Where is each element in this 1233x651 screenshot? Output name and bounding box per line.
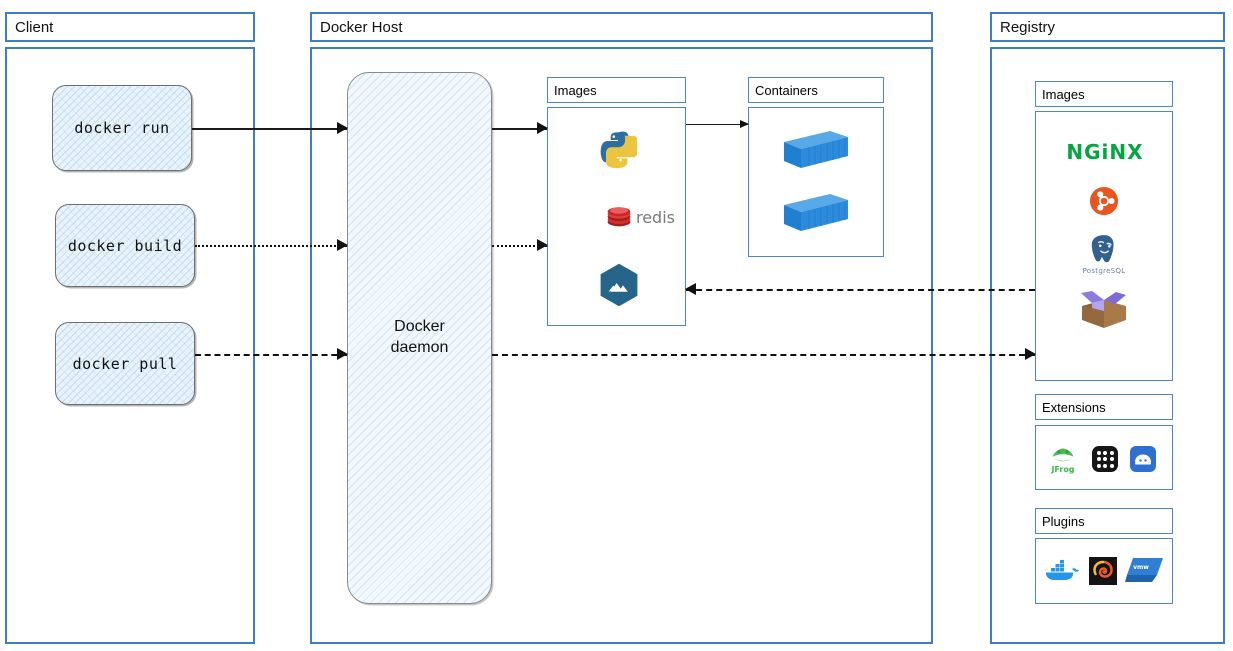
grafana-glyph — [1093, 560, 1113, 578]
edge-line — [492, 245, 547, 247]
edge-line — [192, 128, 347, 130]
command-box-docker-run[interactable]: docker run — [52, 85, 192, 171]
arrowhead-right — [1025, 348, 1036, 360]
svg-text:vmw: vmw — [1133, 564, 1149, 571]
grafana-icon — [1088, 556, 1118, 586]
client-title: Client — [15, 18, 54, 36]
edge-line — [686, 289, 1035, 291]
registry-plugins-header: Plugins — [1035, 508, 1173, 534]
grid-dots — [1096, 450, 1114, 468]
package-box-icon — [1076, 288, 1132, 340]
daemon-line-2: daemon — [390, 339, 449, 356]
jfrog-wordmark: JFrog — [1051, 464, 1075, 474]
postgresql-icon: PostgreSQL — [1079, 230, 1129, 278]
python-icon-svg — [600, 131, 637, 169]
registry-panel-header: Registry — [990, 12, 1225, 42]
command-box-docker-build[interactable]: docker build — [55, 204, 195, 287]
arrowhead-right — [537, 122, 548, 134]
jfrog-icon-svg — [1052, 448, 1074, 461]
edge-line — [686, 124, 748, 125]
host-containers-title: Containers — [755, 82, 818, 98]
vmware-icon: vmw — [1124, 554, 1166, 586]
blue-app-glyph — [1135, 454, 1151, 465]
command-box-docker-pull[interactable]: docker pull — [55, 322, 195, 405]
arrowhead-left — [685, 283, 696, 295]
registry-title: Registry — [1000, 18, 1056, 36]
host-images-header: Images — [547, 77, 686, 103]
arrowhead-right — [740, 119, 749, 128]
docker-whale-icon — [1042, 556, 1080, 586]
arrowhead-right — [337, 239, 348, 251]
docker-daemon-box: Docker daemon — [347, 72, 492, 604]
command-label: docker build — [67, 236, 183, 255]
command-label: docker pull — [72, 354, 178, 373]
registry-extensions-title: Extensions — [1042, 399, 1106, 415]
redis-icon-svg — [607, 207, 631, 227]
edge-line — [195, 245, 347, 247]
blue-app-icon-shape — [1130, 446, 1156, 472]
edge-line — [492, 354, 1035, 356]
package-box-icon-svg — [1081, 291, 1126, 328]
ubuntu-icon — [1088, 185, 1120, 217]
docker-host-panel-header: Docker Host — [310, 12, 933, 42]
command-label: docker run — [74, 119, 170, 137]
grafana-icon-shape — [1089, 557, 1117, 585]
host-containers-header: Containers — [748, 77, 884, 103]
alpine-icon — [598, 262, 640, 308]
registry-extensions-header: Extensions — [1035, 394, 1173, 420]
daemon-line-1: Docker — [394, 318, 445, 336]
host-images-title: Images — [554, 82, 597, 98]
python-icon — [598, 128, 638, 170]
jfrog-icon: JFrog — [1046, 442, 1080, 476]
arrowhead-right — [337, 122, 348, 134]
container-icon-svg — [784, 131, 848, 168]
grid-dots-icon — [1092, 446, 1118, 472]
registry-images-title: Images — [1042, 86, 1085, 102]
edge-line — [492, 128, 547, 130]
client-panel-header: Client — [5, 12, 255, 42]
host-containers-body — [748, 107, 884, 257]
arrowhead-right — [337, 348, 348, 360]
edge-line — [195, 354, 347, 356]
registry-plugins-title: Plugins — [1042, 513, 1085, 529]
postgresql-icon-svg — [1091, 235, 1114, 263]
redis-wordmark: redis — [635, 207, 675, 227]
registry-images-header: Images — [1035, 81, 1173, 107]
docker-daemon-label: Docker daemon — [391, 317, 449, 359]
nginx-icon: NGiNX — [1055, 138, 1155, 166]
ubuntu-icon-svg — [1089, 186, 1119, 216]
grid-dots-icon-shape — [1092, 446, 1118, 472]
postgresql-wordmark: PostgreSQL — [1082, 267, 1126, 275]
blue-app-icon — [1130, 446, 1156, 472]
docker-host-title: Docker Host — [320, 18, 403, 36]
vmware-icon-svg: vmw — [1125, 558, 1163, 582]
alpine-icon-svg — [600, 263, 638, 307]
nginx-wordmark: NGiNX — [1066, 140, 1144, 164]
redis-icon: redis — [588, 200, 693, 234]
arrowhead-right — [537, 239, 548, 251]
docker-whale-icon-svg — [1045, 560, 1079, 580]
container-icon — [780, 125, 852, 173]
container-icon-svg — [784, 194, 848, 231]
container-icon — [780, 188, 852, 236]
